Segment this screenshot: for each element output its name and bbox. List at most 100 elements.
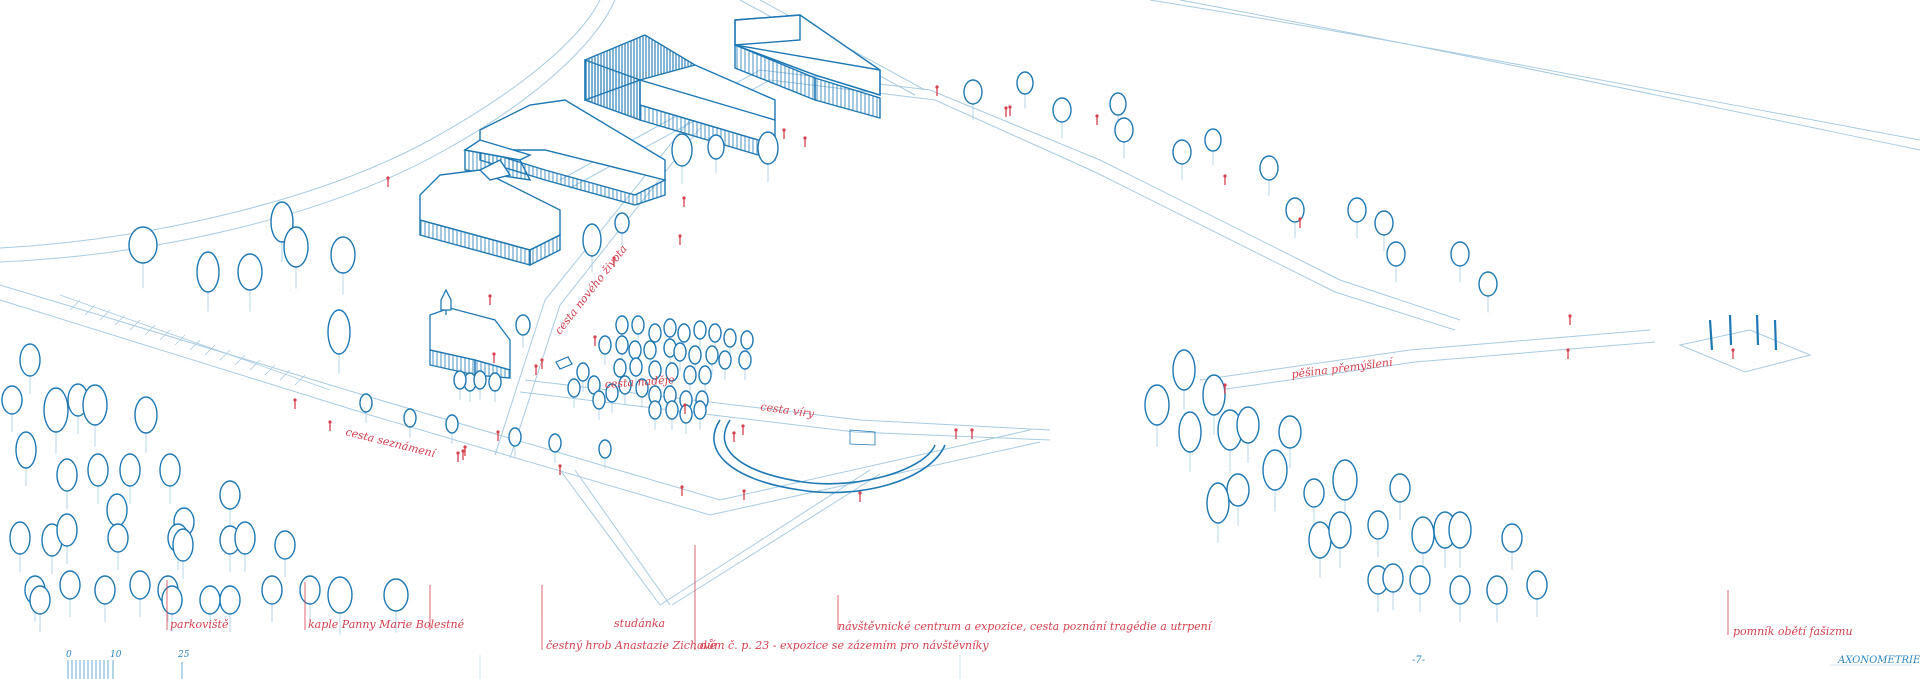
- person-icon: [680, 485, 684, 489]
- tree-icon: [56, 513, 78, 547]
- tree-icon: [15, 431, 37, 469]
- tree-icon: [1328, 511, 1352, 549]
- person-icon: [1298, 217, 1302, 221]
- tree-icon: [614, 212, 630, 234]
- visitor-centre-curve: [713, 419, 946, 494]
- tree-icon: [473, 370, 487, 390]
- tree-icon: [1303, 478, 1325, 508]
- tree-icon: [1144, 384, 1170, 426]
- ground-texture: [0, 0, 1920, 615]
- tree-icon: [683, 365, 697, 385]
- tree-icon: [1450, 241, 1470, 267]
- tree-icon: [605, 383, 619, 403]
- person-icon: [593, 335, 597, 339]
- tree-icon: [643, 340, 657, 360]
- person-icon: [463, 445, 467, 449]
- person-icon: [858, 491, 862, 495]
- tree-icon: [1308, 521, 1332, 559]
- person-icon: [1223, 383, 1227, 387]
- tree-icon: [757, 131, 779, 165]
- tree-icon: [508, 427, 522, 447]
- tree-icon: [1259, 155, 1279, 181]
- tree-icon: [635, 378, 649, 398]
- tree-icon: [172, 528, 194, 562]
- tree-icon: [707, 134, 725, 160]
- tree-icon: [234, 521, 256, 555]
- tree-icon: [199, 585, 221, 615]
- tree-icon: [618, 375, 632, 395]
- tree-icon: [1501, 523, 1523, 553]
- tree-icon: [738, 350, 752, 370]
- tree-icon: [1236, 406, 1260, 444]
- tree-icon: [1449, 575, 1471, 605]
- tree-icon: [1374, 210, 1394, 236]
- tree-icon: [673, 342, 687, 362]
- tree-icon: [677, 323, 691, 343]
- tree-icon: [705, 345, 719, 365]
- tree-icon: [119, 453, 141, 487]
- person-icon: [540, 358, 544, 362]
- person-icon: [1095, 114, 1099, 118]
- tree-icon: [1226, 473, 1250, 507]
- tree-icon: [698, 365, 712, 385]
- tree-icon: [663, 318, 677, 338]
- legend-dum: dům č. p. 23 - expozice se zázemím pro n…: [700, 639, 989, 652]
- person-icon: [1731, 348, 1735, 352]
- monument-icon: [1678, 314, 1812, 373]
- tree-icon: [1478, 271, 1498, 297]
- person-icon: [496, 430, 500, 434]
- tree-icon: [261, 575, 283, 605]
- person-icon: [386, 176, 390, 180]
- tree-icon: [196, 251, 220, 293]
- tree-icon: [1278, 415, 1302, 449]
- person-icon: [1568, 314, 1572, 318]
- person-icon: [558, 464, 562, 468]
- person-icon: [1566, 348, 1570, 352]
- scale-label-25: 25: [177, 650, 190, 660]
- tree-icon: [1, 385, 23, 415]
- tree-icon: [631, 315, 645, 335]
- tree-icon: [82, 384, 108, 426]
- tree-icon: [453, 370, 467, 390]
- tree-icon: [615, 335, 629, 355]
- tree-icon: [613, 358, 627, 378]
- person-icon: [488, 294, 492, 298]
- tree-icon: [134, 396, 158, 434]
- tree-icon: [94, 575, 116, 605]
- tree-icon: [648, 360, 662, 380]
- tree-icon: [567, 378, 581, 398]
- tree-icon: [629, 357, 643, 377]
- tree-icon: [723, 328, 737, 348]
- person-icon: [678, 234, 682, 238]
- tree-icon: [19, 343, 41, 377]
- tree-icon: [1202, 374, 1226, 416]
- tree-icon: [671, 133, 693, 167]
- person-icon: [741, 424, 745, 428]
- tree-icon: [1411, 516, 1435, 554]
- tree-icon: [1285, 197, 1305, 223]
- legend-kaple: kaple Panny Marie Bolestné: [308, 618, 465, 631]
- legend-studanka: studánka: [614, 617, 665, 630]
- tree-icon: [1526, 570, 1548, 600]
- person-icon: [461, 449, 465, 453]
- person-icon: [534, 364, 538, 368]
- person-icon: [328, 420, 332, 424]
- tree-icon: [628, 340, 642, 360]
- tree-icon: [1389, 473, 1411, 503]
- tree-icon: [1332, 459, 1358, 501]
- tree-icon: [330, 236, 356, 274]
- tree-icon: [1016, 71, 1034, 95]
- tree-icon: [219, 480, 241, 510]
- person-icon: [1008, 105, 1012, 109]
- scale-label-10: 10: [110, 650, 122, 660]
- tree-icon: [274, 530, 296, 560]
- tree-icon: [129, 570, 151, 600]
- tree-icon: [598, 439, 612, 459]
- tree-icon: [1382, 563, 1404, 593]
- tree-icon: [688, 345, 702, 365]
- person-icon: [682, 196, 686, 200]
- person-icon: [970, 428, 974, 432]
- scale-bar-icon: [67, 660, 183, 679]
- person-icon: [456, 451, 460, 455]
- tree-icon: [598, 335, 612, 355]
